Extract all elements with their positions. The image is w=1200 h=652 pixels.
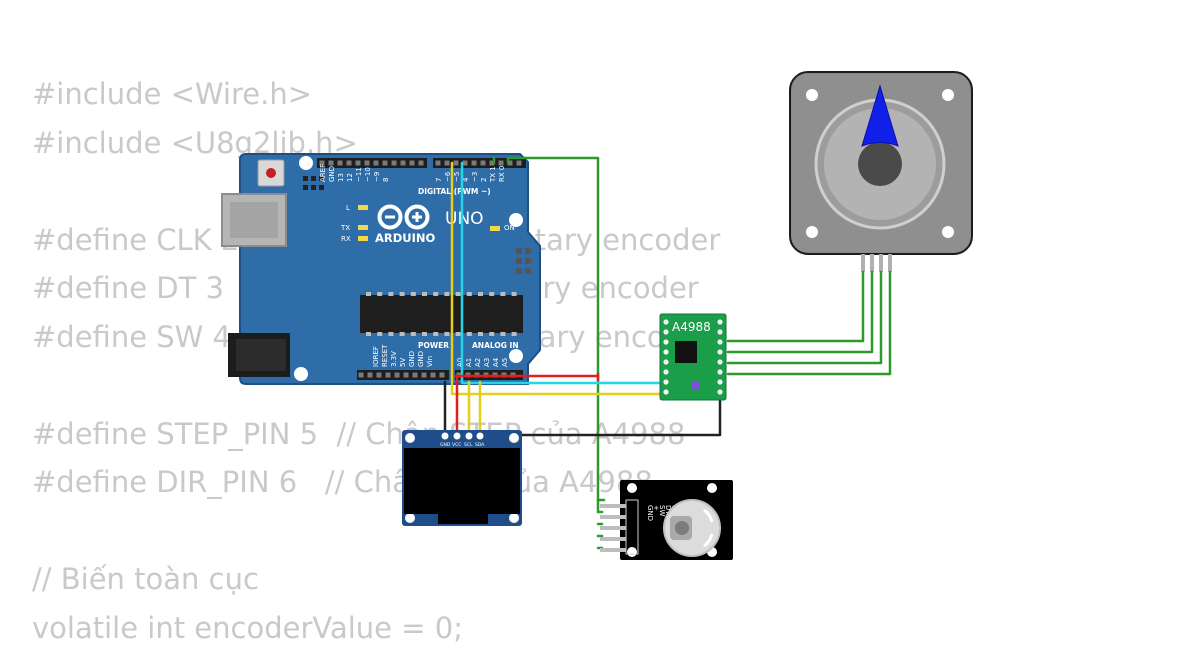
on-led-label: ON [504,224,515,232]
digital-pin-label: TX 1 [489,166,497,183]
digital-pin-label: GND [328,166,336,182]
rotary-encoder[interactable]: GND+SWDTCLK [600,480,733,560]
digital-pin-label: ~10 [364,167,372,182]
encoder-pin[interactable] [600,548,626,552]
encoder-pin[interactable] [600,526,626,530]
digital-pin-label: 12 [346,173,354,182]
analog-pin-label: A2 [474,358,482,367]
power-pin-label: 5V [399,358,407,367]
power-pin-label: RESET [381,344,389,367]
board-brand-label: ARDUINO [375,231,436,245]
encoder-pin[interactable] [600,537,626,541]
analog-pin-label: A3 [483,358,491,367]
power-pin-label: IOREF [372,346,380,367]
digital-pin-label: ~5 [453,172,461,182]
analog-pin-label: A1 [465,358,473,367]
oled-pin-label: SDA [475,442,485,448]
wire-motor-4 [728,272,890,374]
digital-pin-label: ~9 [373,172,381,182]
encoder-pin[interactable] [600,504,626,508]
analog-header-label: ANALOG IN [472,341,519,350]
encoder-pin[interactable] [600,515,626,519]
oled-pin-label: VCC [452,442,461,448]
digital-pin-label: ~3 [471,172,479,182]
digital-pin-label: ~11 [355,167,363,182]
oled-pin[interactable] [477,433,484,440]
digital-pin-label: 13 [337,173,345,182]
wire-gnd [445,398,720,435]
oled-pin[interactable] [454,433,461,440]
digital-pin-label: AREF [319,164,327,182]
analog-pin-label: A5 [501,358,509,367]
digital-header-label: DIGITAL (PWM ~) [418,187,491,196]
led-label-l: L [346,204,350,212]
stepper-motor[interactable] [790,72,972,272]
wire-motor-1 [728,272,863,341]
oled-pin[interactable] [442,433,449,440]
power-pin-label: 3.3V [390,351,398,367]
power-pin-label: GND [417,351,425,367]
power-header-label: POWER [418,341,449,350]
a4988-driver[interactable]: A4988 [660,314,726,400]
analog-pin-label: A4 [492,357,500,367]
led-label-tx: TX [340,224,350,232]
digital-pin-label: 7 [435,178,443,182]
digital-pin-label: 2 [480,178,488,182]
oled-pin-label: GND [440,442,451,448]
power-pin-label: Vin [426,356,434,367]
led-label-rx: RX [341,235,351,243]
digital-pin-label: 8 [382,178,390,182]
driver-label: A4988 [672,320,711,334]
oled-pin[interactable] [466,433,473,440]
oled-screen [404,448,520,514]
power-pin-label: GND [408,351,416,367]
digital-pin-label: RX 0 [498,166,506,182]
oled-pin-label: SCL [464,442,473,448]
wire-motor-3 [728,272,881,363]
